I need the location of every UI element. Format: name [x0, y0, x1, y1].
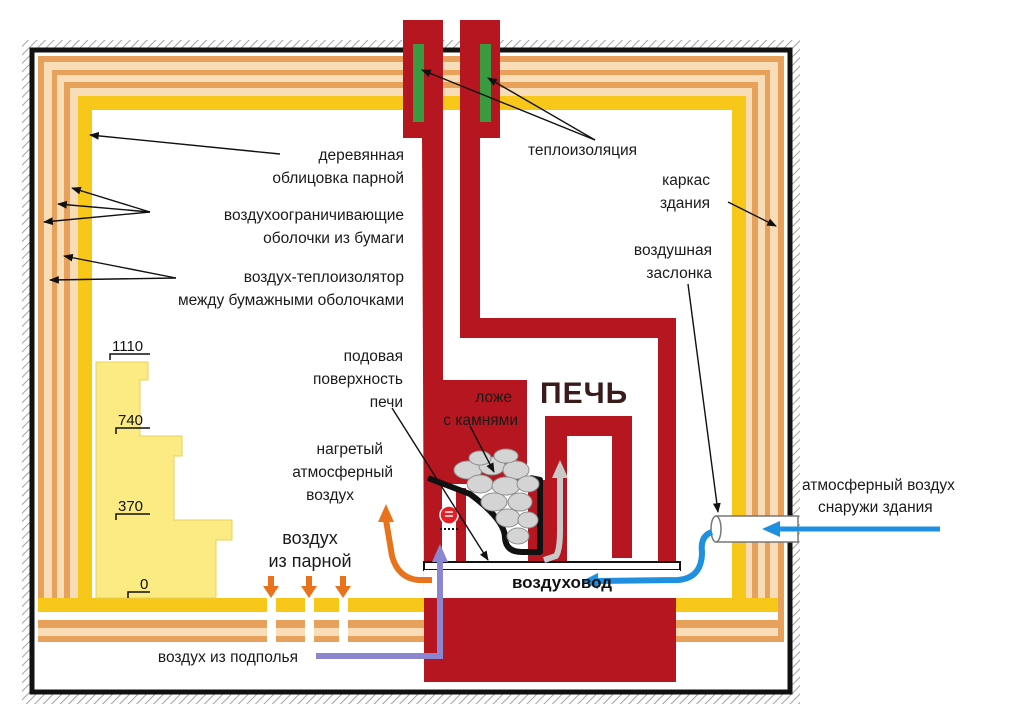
- chimney-insulation-left[interactable]: [413, 44, 424, 122]
- label-hearth-3: печи: [370, 394, 403, 411]
- label-thermal-insulation: теплоизоляция: [528, 142, 637, 159]
- label-underfloor-air: воздух из подполья: [158, 649, 298, 666]
- sauna-shelves: [95, 361, 233, 599]
- label-outside-air-2: снаружи здания: [818, 499, 933, 516]
- label-steam-air-2: из парной: [268, 551, 351, 571]
- shelf-height-370: 370: [118, 498, 143, 515]
- label-heated-air-2: атмосферный: [292, 464, 393, 481]
- label-building-frame-2: здания: [660, 195, 710, 212]
- steam-arrow: [543, 476, 563, 563]
- label-air-insulator-1: воздух-теплоизолятор: [244, 269, 404, 286]
- label-air-duct: воздуховод: [512, 573, 612, 592]
- steam-room-air-arrows: [263, 576, 351, 598]
- label-air-shells-1: воздухоограничивающие: [224, 207, 404, 224]
- firebox-wall: [428, 484, 442, 562]
- shelf-height-740: 740: [118, 412, 143, 429]
- air-duct: [423, 561, 681, 571]
- flame-icon: [439, 505, 459, 525]
- label-building-frame-1: каркас: [662, 172, 710, 189]
- label-stone-bed-2: с камнями: [443, 412, 518, 429]
- label-hearth-2: поверхность: [313, 371, 403, 388]
- underfloor-air-arrow: [316, 560, 443, 659]
- label-air-shells-2: оболочки из бумаги: [263, 230, 404, 247]
- hot-air-arrow: [383, 519, 432, 583]
- floor-shell-2: [38, 636, 778, 642]
- label-stone-bed-1: ложе: [475, 389, 512, 406]
- label-heated-air-3: воздух: [306, 487, 354, 504]
- label-heated-air-1: нагретый: [317, 441, 383, 458]
- chimney-insulation-right[interactable]: [480, 44, 491, 122]
- label-air-insulator-2: между бумажными оболочками: [178, 292, 404, 309]
- label-wood-lining-1: деревянная: [319, 147, 405, 164]
- outside-air-flow: [595, 529, 714, 584]
- floor-shell-1: [38, 620, 778, 628]
- shelf-height-0: 0: [140, 576, 148, 593]
- label-outside-air-1: атмосферный воздух: [802, 477, 955, 494]
- label-steam-air-1: воздух: [282, 528, 338, 548]
- label-air-damper-2: заслонка: [646, 265, 712, 282]
- label-hearth-1: подовая: [344, 348, 403, 365]
- label-air-damper-1: воздушная: [634, 242, 712, 259]
- shelf-height-1110: 1110: [112, 338, 143, 355]
- label-wood-lining-2: облицовка парной: [272, 170, 404, 187]
- label-oven: ПЕЧЬ: [540, 377, 628, 410]
- stones: [453, 448, 540, 545]
